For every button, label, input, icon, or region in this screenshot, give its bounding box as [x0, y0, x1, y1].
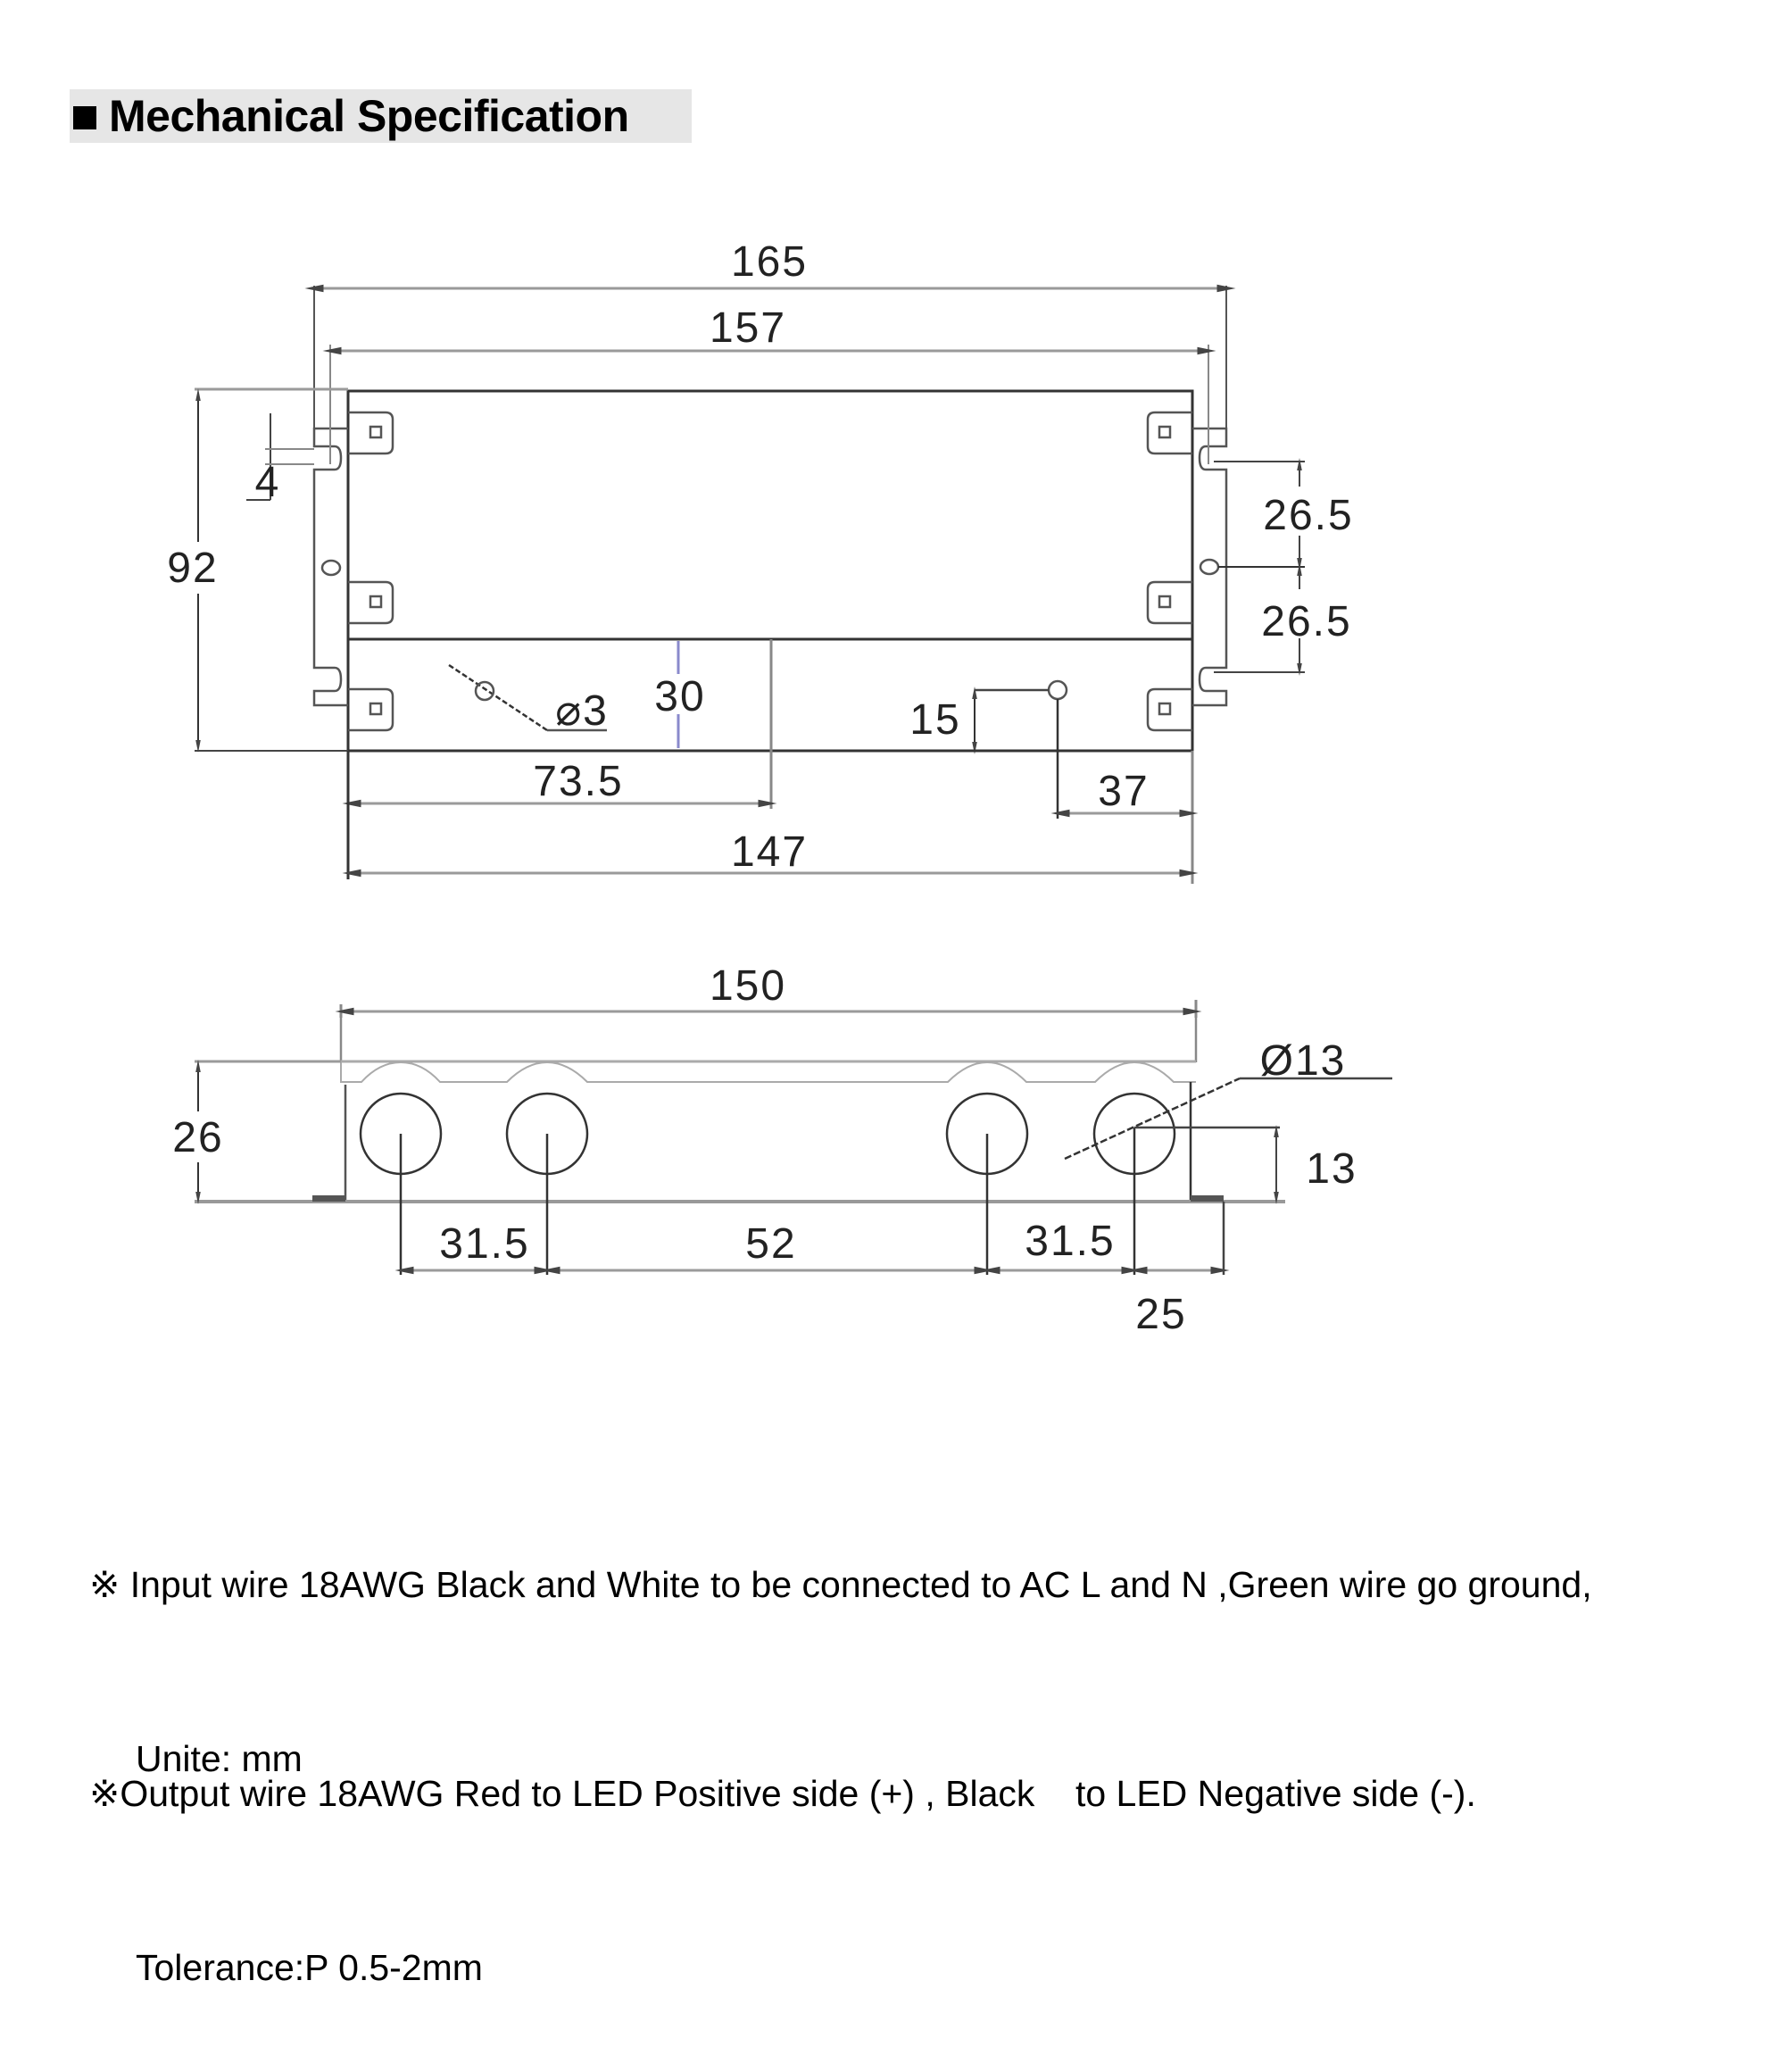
terminal-tabs-right: [1146, 411, 1192, 732]
reference-mark-icon: ※: [89, 1773, 120, 1814]
led-hole: [1047, 679, 1068, 701]
dim-37: 37: [1098, 768, 1149, 815]
dim-25: 25: [1135, 1291, 1186, 1338]
section-title-text: Mechanical Specification: [109, 91, 629, 141]
section-title: Mechanical Specification: [73, 93, 629, 139]
dim-73-5: 73.5: [533, 758, 623, 805]
left-mounting-flange: [312, 427, 348, 707]
top-view-dimension-lines: [195, 284, 1305, 884]
side-view-dimension-labels: 150 26 Ø13 13 31.5 52 31.5 25: [172, 962, 1357, 1338]
reference-mark-icon: ※: [89, 1564, 120, 1605]
dim-4: 4: [255, 459, 281, 506]
side-view-dimension-lines: [195, 1000, 1279, 1275]
right-mounting-flange: [1192, 427, 1228, 707]
terminal-tabs-left: [348, 411, 394, 732]
top-view-dimension-labels: 165 157 92 4 26.5 26.5 ⌀3 30 15 73.5 37 …: [167, 238, 1353, 876]
dim-165: 165: [731, 238, 808, 286]
dim-52: 52: [745, 1220, 796, 1268]
dim-13: 13: [1306, 1145, 1357, 1193]
dim-31-5-left: 31.5: [439, 1220, 529, 1268]
section-header: Mechanical Specification: [70, 89, 692, 143]
dim-15: 15: [909, 696, 960, 744]
mounting-hole-3mm: [474, 680, 495, 702]
side-view-top-profile: [340, 1061, 1196, 1083]
note-input-wire: ※ Input wire 18AWG Black and White to be…: [89, 1550, 1592, 1619]
mechanical-drawing: 165 157 92 4 26.5 26.5 ⌀3 30 15 73.5 37 …: [167, 238, 1392, 1338]
dim-31-5-right: 31.5: [1025, 1218, 1115, 1265]
dim-157: 157: [710, 304, 786, 352]
dim-92: 92: [167, 545, 218, 592]
dim-147: 147: [731, 828, 808, 876]
left-center-hole: [320, 559, 342, 577]
bullet-square-icon: [73, 106, 96, 129]
dim-gland-diameter: Ø13: [1260, 1037, 1347, 1085]
tolerance-label: Tolerance:P 0.5-2mm: [136, 1947, 483, 1988]
dim-26-5-upper: 26.5: [1263, 492, 1353, 539]
dim-hole-diameter: ⌀3: [555, 687, 609, 735]
dim-26-5-lower: 26.5: [1261, 598, 1351, 645]
note-input-wire-text: Input wire 18AWG Black and White to be c…: [120, 1564, 1592, 1605]
unit-label: Unite: mm: [136, 1738, 303, 1779]
dim-150: 150: [710, 962, 786, 1010]
hole-leader: [448, 663, 548, 732]
dim-30: 30: [654, 673, 705, 720]
dim-26: 26: [172, 1114, 223, 1161]
gland-diameter-leader: [1064, 1077, 1241, 1161]
side-view: [195, 1007, 1392, 1275]
units-block: Unite: mm Tolerance:P 0.5-2mm: [136, 1585, 483, 2072]
right-center-hole: [1199, 558, 1220, 576]
